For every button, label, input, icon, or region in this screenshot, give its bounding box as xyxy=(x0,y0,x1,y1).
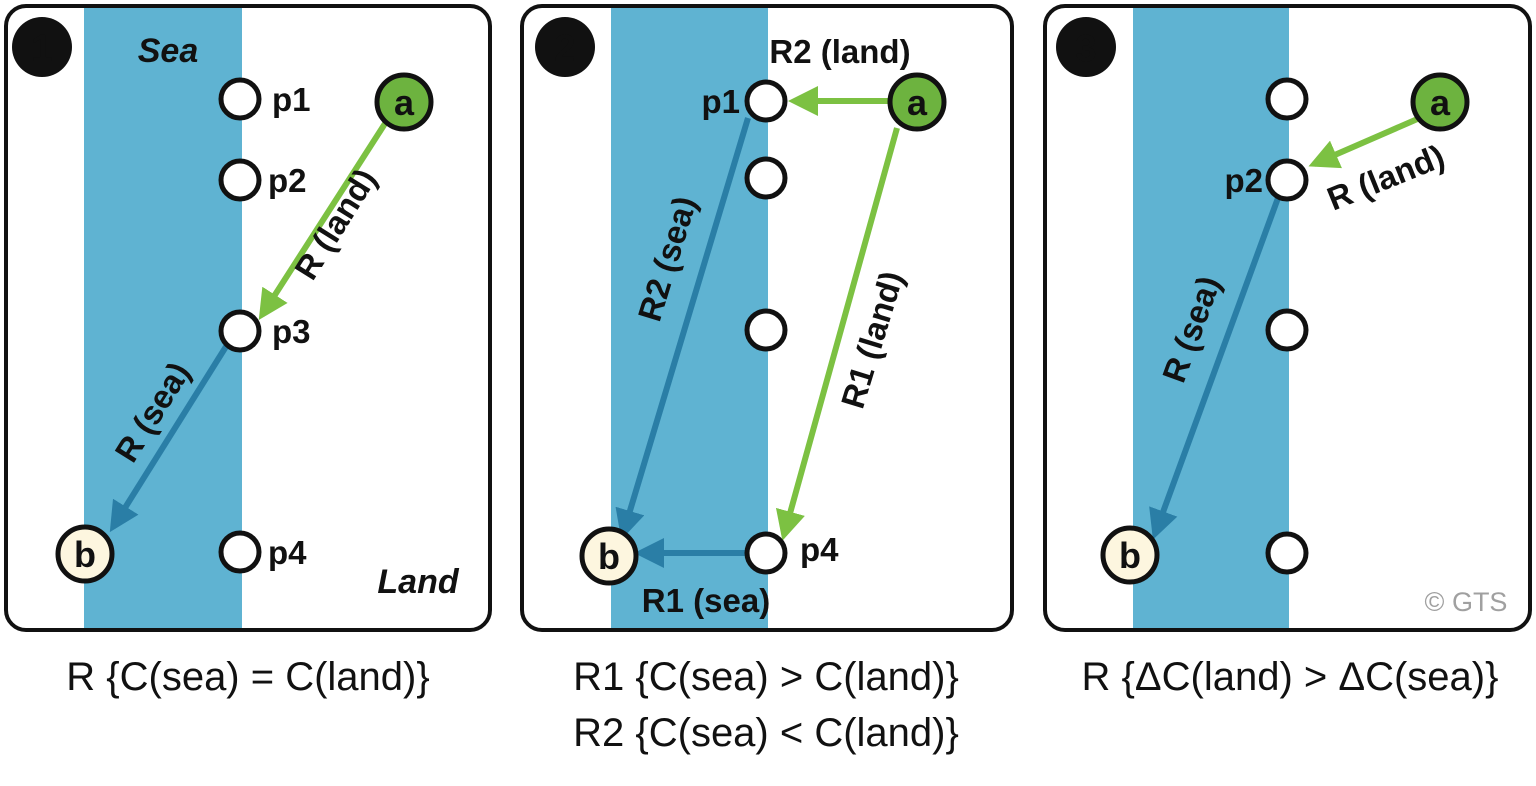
panel-1-sea-route xyxy=(109,335,235,533)
panel-1-point-p4-label: p4 xyxy=(268,534,307,571)
panel-2-point-p2 xyxy=(744,156,788,200)
panel-2-frame xyxy=(520,4,1014,632)
panel-1: 1 Sea Land R (land) R (sea) p1 p2 p3 p4 … xyxy=(4,4,492,699)
panel-2-caption-r1: R1 {C(sea) > C(land)} xyxy=(573,655,959,699)
panel-3-point-p4 xyxy=(1265,531,1309,575)
panel-3-land-route xyxy=(1308,114,1424,169)
panel-2-point-p3 xyxy=(744,308,788,352)
panel-1-point-p3-label: p3 xyxy=(272,313,311,350)
panel-1-point-p1 xyxy=(218,77,262,121)
panel-1-destination-node xyxy=(55,524,115,584)
panel-1-caption: R {C(sea) = C(land)} xyxy=(66,655,429,699)
panel-2-origin-node xyxy=(887,72,947,132)
panel-1-destination-label: b xyxy=(74,534,96,575)
panel-3-point-p2-label: p2 xyxy=(1224,162,1263,199)
panel-1-origin-label: a xyxy=(394,82,415,123)
copyright-text: © GTS xyxy=(1425,587,1508,617)
panel-2-destination-node xyxy=(579,526,639,586)
land-label: Land xyxy=(377,563,459,601)
panel-1-origin-node xyxy=(374,72,434,132)
panel-2-r1-sea-label: R1 (sea) xyxy=(642,582,770,619)
panel-3-caption: R {ΔC(land) > ΔC(sea)} xyxy=(1082,655,1499,699)
panel-2-point-p4 xyxy=(744,531,788,575)
panel-3-origin-label: a xyxy=(1430,82,1451,123)
panel-2: 2 R2 (land) R2 (sea) R1 (land) R1 (sea) … xyxy=(520,4,1014,755)
panel-2-point-p1 xyxy=(744,79,788,123)
panel-3-number-badge xyxy=(1056,17,1116,77)
panel-2-r1-land-route xyxy=(775,127,900,541)
panel-1-point-p4 xyxy=(218,530,262,574)
panel-3-point-p2 xyxy=(1265,158,1309,202)
panel-1-point-p2 xyxy=(218,158,262,202)
panel-1-point-p3 xyxy=(218,309,262,353)
panel-1-frame xyxy=(4,4,492,632)
panel-1-point-p1-label: p1 xyxy=(272,81,311,118)
panel-3-point-p1 xyxy=(1265,77,1309,121)
panel-2-number: 2 xyxy=(554,28,575,70)
panel-3-destination-label: b xyxy=(1119,535,1141,576)
panel-2-r2-land-label: R2 (land) xyxy=(769,33,910,70)
panel-3-frame xyxy=(1043,4,1532,632)
panel-2-origin-label: a xyxy=(907,82,928,123)
panel-1-point-p2-label: p2 xyxy=(268,162,307,199)
panel-3-number: 3 xyxy=(1075,28,1096,70)
panel-3-origin-node xyxy=(1410,72,1470,132)
panel-2-destination-label: b xyxy=(598,536,620,577)
panel-1-land-route xyxy=(258,120,389,321)
panel-3-destination-node xyxy=(1100,525,1160,585)
panel-2-number-badge xyxy=(535,17,595,77)
panel-2-caption-r2: R2 {C(sea) < C(land)} xyxy=(573,711,959,755)
panel-3: 3 R (land) R (sea) p2 a b © GTS R {ΔC(la… xyxy=(1043,4,1532,699)
panel-1-number-badge xyxy=(12,17,72,77)
panel-2-point-p4-label: p4 xyxy=(800,531,839,568)
panel-3-point-p3 xyxy=(1265,308,1309,352)
panel-2-point-p1-label: p1 xyxy=(701,83,740,120)
sea-label: Sea xyxy=(138,32,199,70)
panel-3-sea-route xyxy=(1149,196,1281,540)
panel-2-r2-sea-route xyxy=(615,117,751,540)
panel-1-number: 1 xyxy=(31,28,52,70)
